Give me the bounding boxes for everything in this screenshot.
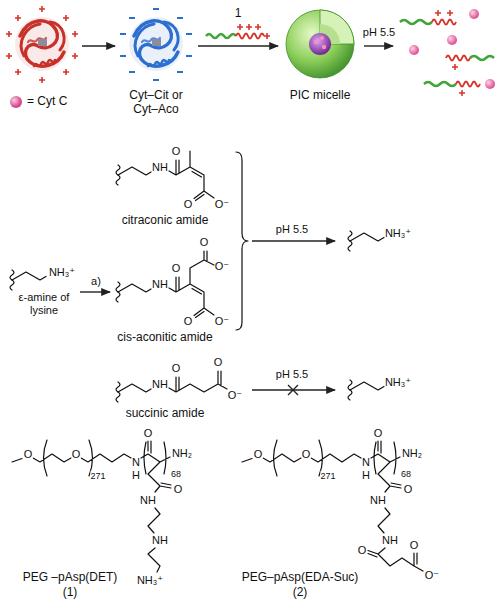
micelle-core [309,33,331,55]
positive-charges [435,10,465,96]
atom-label: O⁻ [228,389,242,402]
atom-label: O [404,483,413,496]
wavy-bonds [10,165,352,402]
reagent-label: 1 [233,7,244,21]
cationic-block [236,34,264,39]
atom-label: O [172,145,181,158]
repeat-count: 271 [320,471,335,481]
condition-label: pH 5.5 [276,223,308,236]
atom-label: O [184,198,193,211]
atom-label: NH [382,534,398,547]
atom-label: H [132,469,140,482]
compound-name: citraconic amide [122,214,209,228]
compound-number: (2) [293,586,308,600]
atom-label: O [358,544,367,557]
atom-label: NH [152,378,168,391]
atom-label: O [184,315,193,328]
released-proteins [409,9,495,89]
condition-label: pH 5.5 [363,26,395,39]
atom-label: NH [370,494,386,507]
reaction-arrow [364,45,393,46]
atom-label: O [214,356,223,369]
atom-label: NH₂ [402,447,422,460]
atom-label: O⁻ [215,315,229,328]
legend-item: = Cyt C [10,95,67,109]
legend-swatch [10,96,22,108]
reaction-arrow [82,45,115,46]
core-proteins [314,36,326,49]
atom-label: O⁻ [215,198,229,211]
atom-label: NH₃⁺ [385,227,411,240]
polymer2-bonds [242,440,423,571]
atom-label: NH₃⁺ [137,574,163,587]
atom-label: O [302,448,311,461]
atom-label: NH [152,534,168,547]
node-caption: Cyt–Cit or Cyt–Aco [125,88,187,117]
atom-label: O [410,539,419,552]
atom-label: O [200,236,209,249]
modified-protein [134,21,178,66]
cytc-protein [20,21,64,66]
atom-label: NH₃⁺ [49,266,75,279]
atom-label: O [174,483,183,496]
atom-label: NH [152,278,168,291]
atom-label: O⁻ [215,260,229,273]
atom-label: O⁻ [425,569,439,582]
cross-mark [288,385,298,395]
node-caption: PIC micelle [290,88,351,102]
amine-bonds [12,233,384,390]
compound-name: cis-aconitic amide [117,331,212,345]
micelle-node: PIC micelle [280,4,360,102]
repeat-count: 68 [401,469,411,479]
reaction-arrow [198,45,278,46]
group-name: ε-amine of lysine [17,291,71,316]
reaction-arrow [80,291,110,292]
negative-charges [120,9,192,80]
atom-label: O [172,362,181,375]
micelle-sphere [286,10,354,78]
atom-label: NH₃⁺ [385,376,411,389]
reaction-arrow [252,240,335,241]
polymer-name: PEG–pAsp(EDA-Suc) [242,571,359,585]
positive-charges [6,6,78,83]
protein-halo [129,17,183,71]
protein-node: Cyt–Cit or Cyt–Aco [116,4,196,117]
atom-label: O [144,427,153,440]
atom-label: O [254,448,263,461]
step-label: a) [91,275,101,288]
atom-label: H [362,469,370,482]
atom-label: NH [152,161,168,174]
repeat-count: 271 [90,471,105,481]
atom-label: N [362,456,370,469]
citraconic-bonds [118,151,214,201]
positive-charges [237,24,270,39]
atom-label: N [132,456,140,469]
cationic-blocks [432,20,480,87]
protein-halo [15,17,69,71]
polymer1-bonds [12,440,171,572]
atom-label: NH₂ [172,447,192,460]
atom-label: O [72,448,81,461]
peg-chain [206,34,236,38]
atom-label: O [24,448,33,461]
polymer-name: PEG –pAsp(DET) [23,571,118,585]
compound-name: succinic amide [126,407,205,421]
compound-number: (1) [63,586,78,600]
condition-label: pH 5.5 [276,368,308,381]
legend-text: = Cyt C [27,95,67,109]
peg-chains [400,20,494,86]
repeat-count: 68 [171,469,181,479]
atom-label: O [374,427,383,440]
aconitic-bonds [118,251,214,318]
atom-label: O [172,262,181,275]
brace [236,152,248,330]
atom-label: NH [140,494,156,507]
